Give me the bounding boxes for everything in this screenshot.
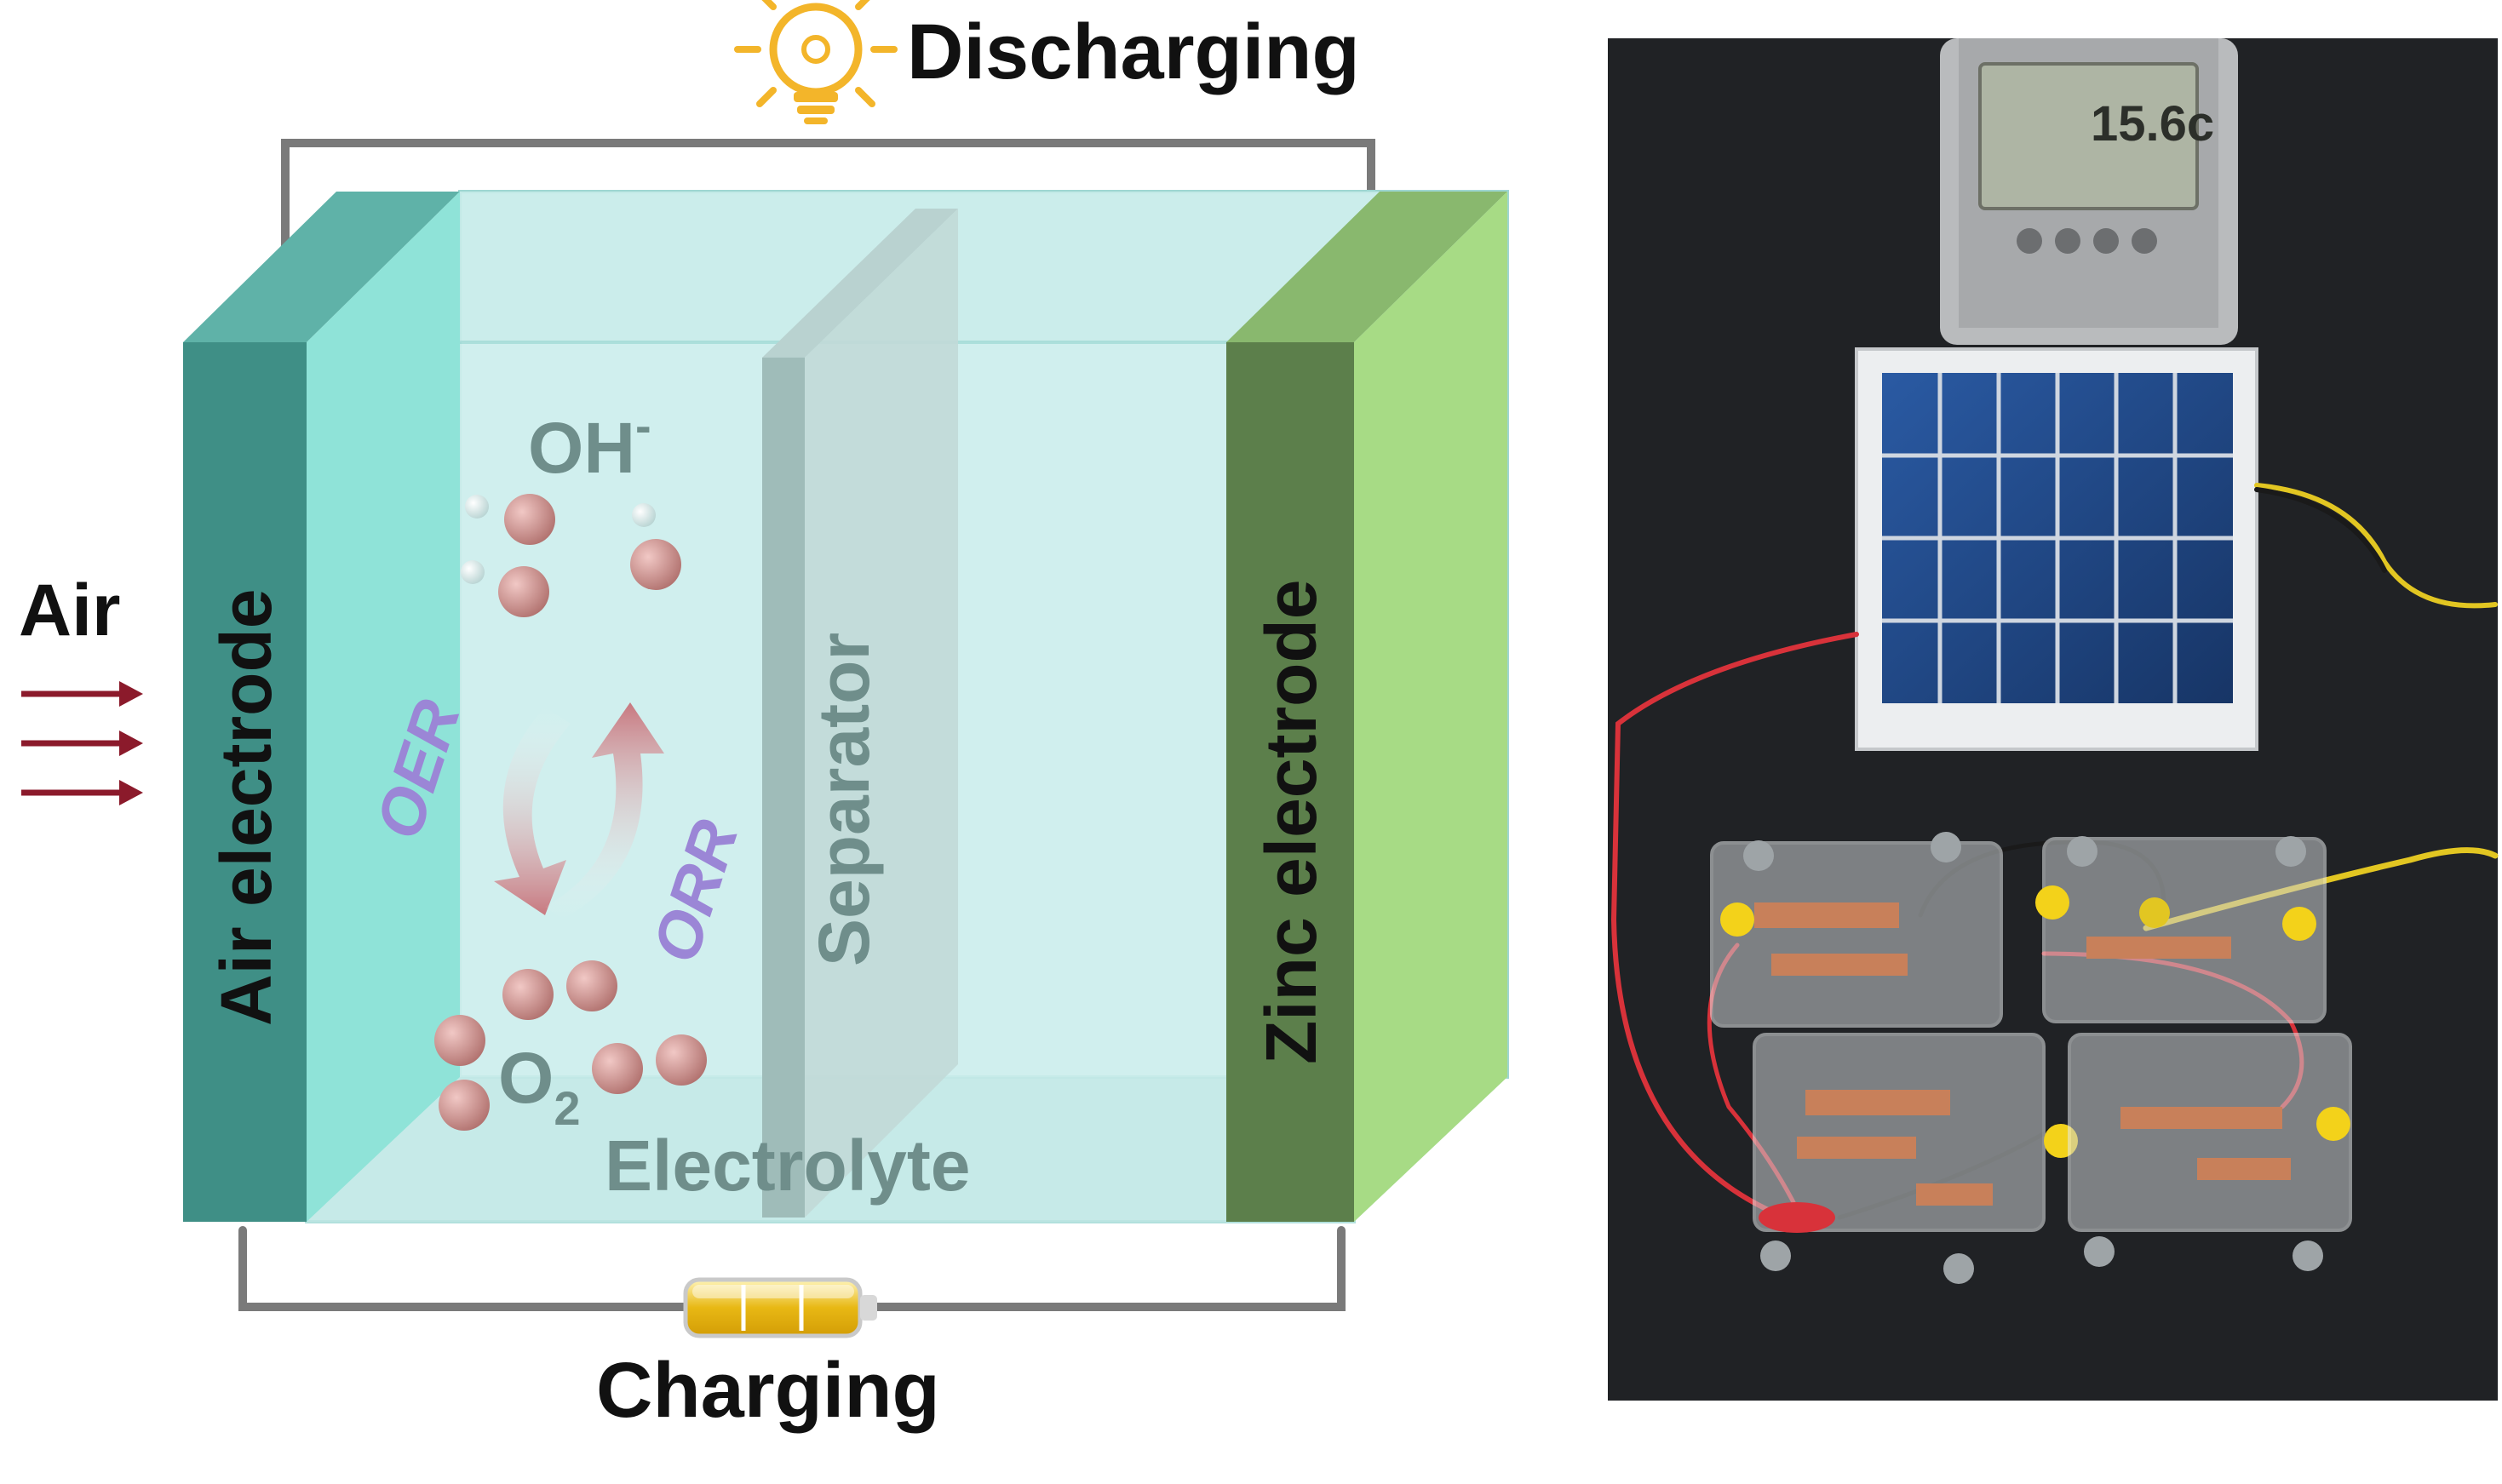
cell-bottom-left [1753, 1033, 2078, 1233]
cell-bottom-right [2068, 1033, 2352, 1232]
thermometer-reading: 15.6c [2091, 96, 2214, 152]
electrolyte-bottom [307, 1077, 1507, 1222]
solar-panel [1855, 347, 2258, 751]
oxygen-molecules [434, 960, 707, 1131]
air-electrode-label: Air electrode [206, 588, 286, 1026]
air-inflow-arrows [21, 681, 143, 805]
separator-label: Separator [804, 633, 884, 966]
discharging-label: Discharging [907, 9, 1360, 95]
hydroxide-label: OH- [528, 398, 651, 488]
zinc-electrode [1226, 192, 1507, 1222]
cell-top-left [1710, 841, 2003, 1028]
digital-thermometer: 15.6c [1940, 38, 2238, 345]
hydroxide-molecules [461, 494, 681, 617]
air-electrode [183, 192, 460, 1222]
separator [762, 209, 958, 1218]
thermometer-screen [1978, 62, 2199, 210]
device-photo: 15.6c [1608, 38, 2499, 1401]
charging-label: Charging [596, 1347, 940, 1434]
cell-top-right [2035, 837, 2327, 1023]
electrolyte-label: Electrolyte [605, 1126, 971, 1206]
zinc-electrode-label: Zinc electrode [1251, 579, 1331, 1064]
light-bulb-icon [734, 0, 898, 124]
zinc-air-cells [1710, 832, 2352, 1284]
battery-schematic: Discharging Separator Air electrode Zinc [19, 0, 1509, 1434]
oxygen-label: O2 [498, 1038, 581, 1135]
reaction-cycle-arrows [494, 702, 664, 920]
air-label: Air [19, 570, 120, 651]
battery-icon [683, 1277, 877, 1338]
